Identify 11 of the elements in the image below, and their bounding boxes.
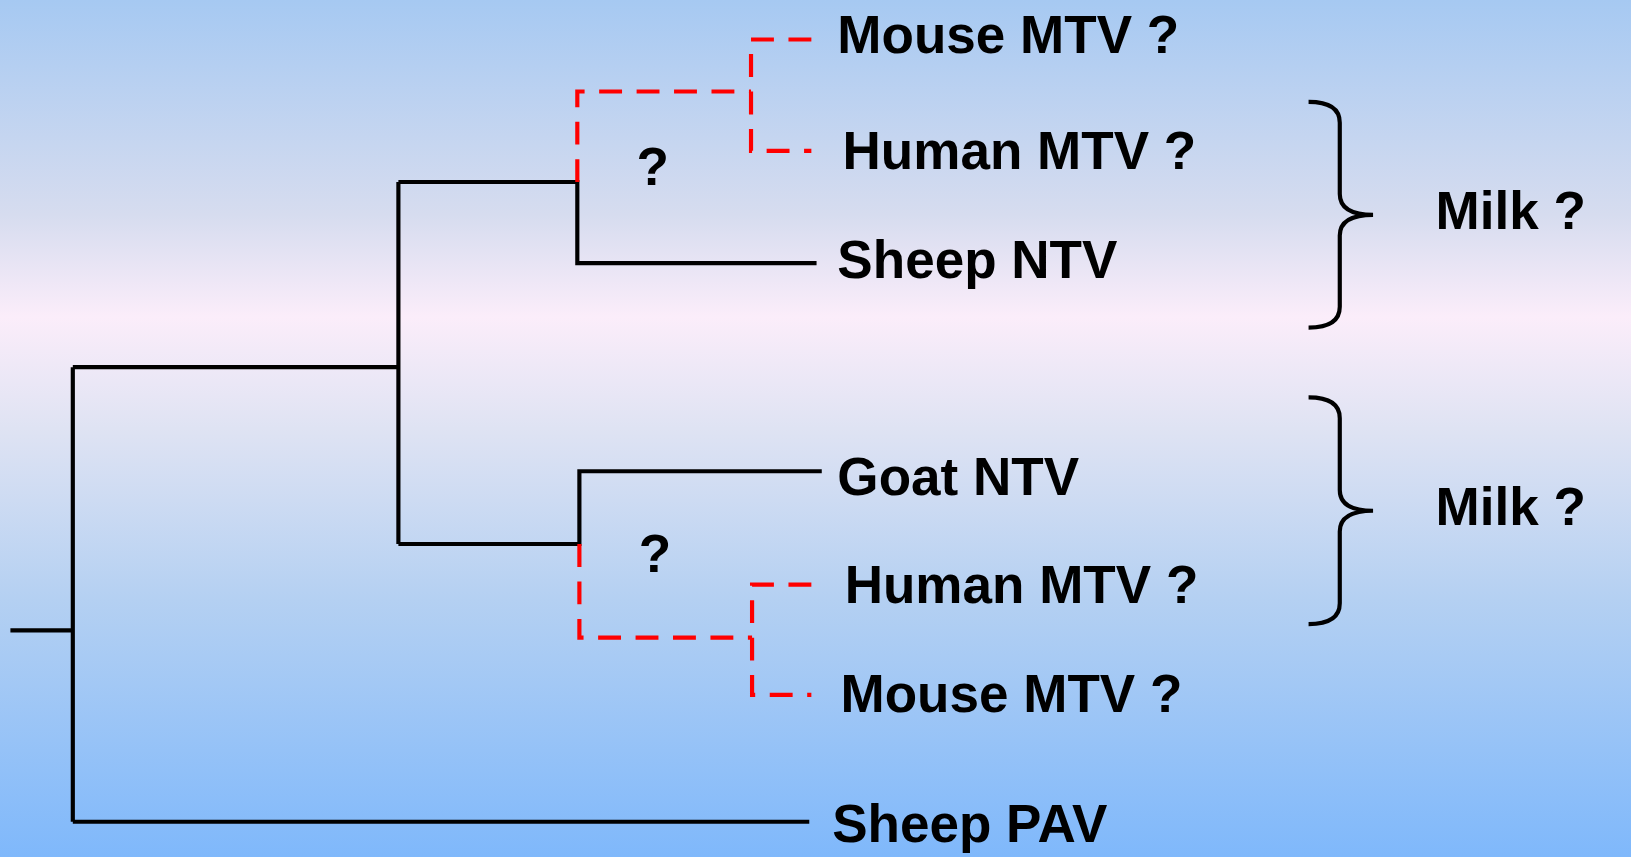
taxon-label: Mouse MTV ?	[837, 7, 1180, 61]
taxon-label: Goat NTV	[837, 449, 1080, 503]
taxon-label: Sheep PAV	[832, 797, 1108, 851]
group-label: Milk ?	[1435, 480, 1586, 534]
uncertainty-mark: ?	[638, 526, 672, 580]
uncertainty-mark: ?	[636, 139, 669, 193]
taxon-label: Human MTV ?	[842, 124, 1197, 178]
taxon-label: Mouse MTV ?	[840, 667, 1183, 721]
taxon-label: Human MTV ?	[844, 558, 1199, 612]
taxon-label: Sheep NTV	[837, 233, 1118, 287]
group-label: Milk ?	[1435, 184, 1586, 238]
